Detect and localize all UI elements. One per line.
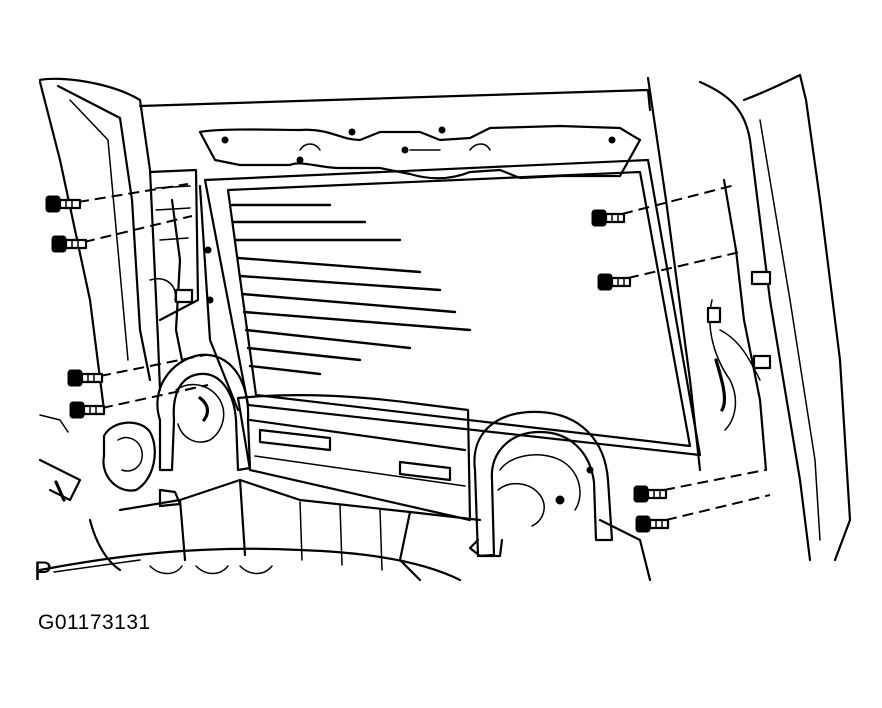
bolt-right-2 [597, 273, 632, 291]
rear-window-glass [198, 158, 702, 457]
bolt-left-3 [67, 369, 104, 387]
bolt-right-4 [635, 515, 670, 533]
roof-header-panel [138, 88, 652, 180]
lower-trim-panel [236, 394, 472, 522]
callout-leader-line [53, 559, 141, 573]
cab-floor-structure [38, 478, 652, 582]
callout-label-p: P [34, 556, 53, 586]
figure-id: G01173131 [38, 611, 151, 634]
left-seatbelt-loop [38, 353, 252, 508]
bolt-right-1 [591, 209, 626, 227]
right-cab-pillar [646, 73, 852, 562]
bolt-right-3 [633, 485, 668, 503]
left-cab-pillar [38, 77, 200, 412]
bolt-left-2 [51, 235, 88, 253]
right-seatbelt-loop [468, 410, 614, 558]
bolt-alignment-lines [77, 183, 771, 521]
bolt-left-1 [45, 195, 82, 213]
bolt-left-4 [69, 401, 106, 419]
glass-reflection-hatching [230, 203, 472, 376]
